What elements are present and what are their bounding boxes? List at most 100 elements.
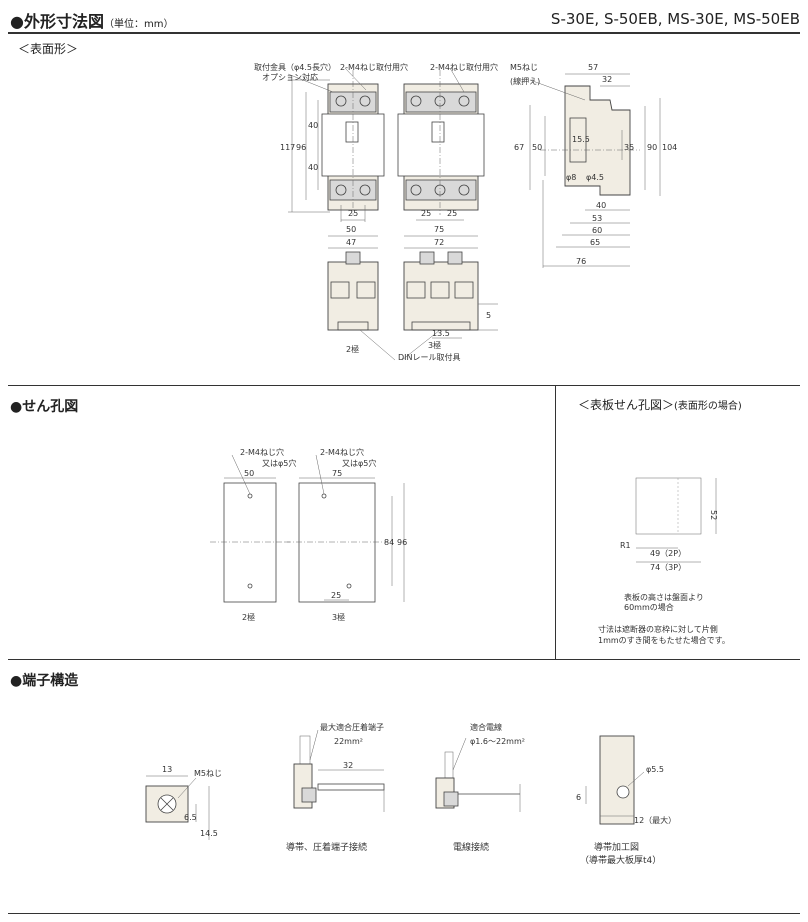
wire-range-label: φ1.6～22mm² (470, 737, 525, 746)
bar-machining-note: （導帯最大板厚t4） (580, 854, 661, 866)
dim-50: 50 (346, 225, 356, 234)
dimension-lines (287, 67, 661, 361)
dim-phi4-5: φ4.5 (586, 173, 604, 182)
surface-type-label: ＜表面形＞ (18, 42, 79, 56)
bar-machining (585, 735, 645, 825)
lug-connection-label: 導帯、圧着端子接続 (286, 841, 367, 853)
dim-47: 47 (346, 238, 356, 247)
lug-connection (293, 729, 385, 812)
hole-3p (285, 477, 405, 603)
pole-3-label: 3極 (428, 340, 441, 350)
dim-65: 65 (590, 238, 600, 247)
hole-dim-50: 50 (244, 469, 254, 478)
hole-m4-label-2p: 2-M4ねじ穴 (240, 447, 284, 457)
panel-note-4: 1mmのすき間をもたせた場合です。 (598, 635, 730, 645)
section-divider-vertical (555, 385, 556, 659)
lug-size-label: 22mm² (334, 737, 363, 746)
dim-25-3p-b: 25 (447, 209, 457, 218)
dim-25-3p-a: 25 (421, 209, 431, 218)
hole-alt-label-2p: 又はφ5穴 (262, 458, 296, 468)
dim-40-upper: 40 (308, 121, 318, 130)
terminal-section-title: ●端子構造 (10, 673, 79, 689)
wire-fit-label: 適合電線 (470, 722, 502, 732)
model-list: S-30E, S-50EB, MS-30E, MS-50EB (550, 10, 800, 28)
dim-13-5: 13.5 (432, 329, 450, 338)
header-divider (8, 32, 800, 34)
din-rail-label: DINレール取付具 (398, 352, 461, 362)
term-dim-13: 13 (162, 765, 172, 774)
panel-note-2: 60mmの場合 (624, 602, 674, 612)
dim-15-5: 15.5 (572, 135, 590, 144)
m5-screw-label: M5ねじ (510, 63, 538, 72)
bar-dim-phi5-5: φ5.5 (646, 765, 664, 774)
wire-connection-label: 電線接続 (453, 841, 489, 853)
term-dim-14-5: 14.5 (200, 829, 218, 838)
panel-dim-52: 52 (709, 510, 718, 520)
dim-57: 57 (588, 63, 598, 72)
hole-dim-25: 25 (331, 591, 341, 600)
panel-cutout (635, 477, 717, 563)
hole-pole-2: 2極 (242, 612, 255, 622)
wire-connection (435, 737, 521, 812)
dim-50-side: 50 (532, 143, 542, 152)
panel-section-note: (表面形の場合) (674, 401, 742, 412)
bottom-view-3p (403, 251, 479, 331)
m4-hole-label-3p: 2-M4ねじ取付用穴 (430, 62, 498, 72)
hole-alt-label-3p: 又はφ5穴 (342, 458, 376, 468)
dim-67: 67 (514, 143, 524, 152)
panel-section-title-text: ＜表板せん孔図＞ (578, 398, 675, 412)
front-view-2p (321, 70, 385, 215)
title-unit: （単位：mm） (103, 19, 174, 30)
pole-2-label: 2極 (346, 344, 359, 354)
panel-section-title: ＜表板せん孔図＞(表面形の場合) (578, 396, 742, 413)
footer-divider (8, 913, 800, 914)
hole-dim-84: 84 (384, 538, 394, 547)
lug-dim-32: 32 (343, 761, 353, 770)
section-divider-1 (8, 385, 800, 386)
dim-32: 32 (602, 75, 612, 84)
panel-note-3: 寸法は遮断器の窓枠に対して片側 (598, 624, 718, 634)
title-text: ●外形寸法図 (10, 12, 104, 31)
panel-dim-74: 74（3P） (650, 563, 686, 572)
term-m5: M5ねじ (194, 769, 222, 778)
panel-dim-r1: R1 (620, 541, 631, 550)
dim-76: 76 (576, 257, 586, 266)
bar-dim-12: 12（最大） (634, 815, 676, 825)
dim-5: 5 (486, 311, 491, 320)
term-dim-6-5: 6.5 (184, 813, 197, 822)
mount-fitting-label: 取付金具（φ4.5長穴） (254, 62, 336, 72)
dim-104: 104 (662, 143, 677, 152)
bar-machining-label: 導帯加工図 (594, 841, 639, 853)
page-title: ●外形寸法図（単位：mm） (10, 8, 173, 32)
front-view-3p (397, 70, 485, 215)
hole-section-title: ●せん孔図 (10, 399, 79, 415)
dim-72: 72 (434, 238, 444, 247)
hole-m4-label-3p: 2-M4ねじ穴 (320, 447, 364, 457)
terminal-screw-view (145, 775, 210, 840)
bar-dim-6: 6 (576, 793, 581, 802)
panel-note-1: 表板の高さは盤面より (624, 592, 704, 602)
wire-press-label: (線押え) (510, 76, 540, 86)
bottom-view-2p (327, 251, 379, 331)
m4-hole-label-2p: 2-M4ねじ取付用穴 (340, 62, 408, 72)
lug-max-label: 最大適合圧着端子 (320, 722, 384, 732)
hole-dim-75: 75 (332, 469, 342, 478)
dim-96: 96 (296, 143, 306, 152)
dim-25-2p: 25 (348, 209, 358, 218)
dim-40-side: 40 (596, 201, 606, 210)
dim-phi8: φ8 (566, 173, 576, 182)
dim-117: 117 (280, 143, 295, 152)
dim-40-lower: 40 (308, 163, 318, 172)
section-divider-2 (8, 659, 800, 660)
dim-53: 53 (592, 214, 602, 223)
dim-75: 75 (434, 225, 444, 234)
dim-60: 60 (592, 226, 602, 235)
hole-dim-96: 96 (397, 538, 407, 547)
side-view (540, 85, 640, 196)
dim-35: 35 (624, 143, 634, 152)
option-label: オプション対応 (262, 72, 318, 82)
hole-pole-3: 3極 (332, 612, 345, 622)
